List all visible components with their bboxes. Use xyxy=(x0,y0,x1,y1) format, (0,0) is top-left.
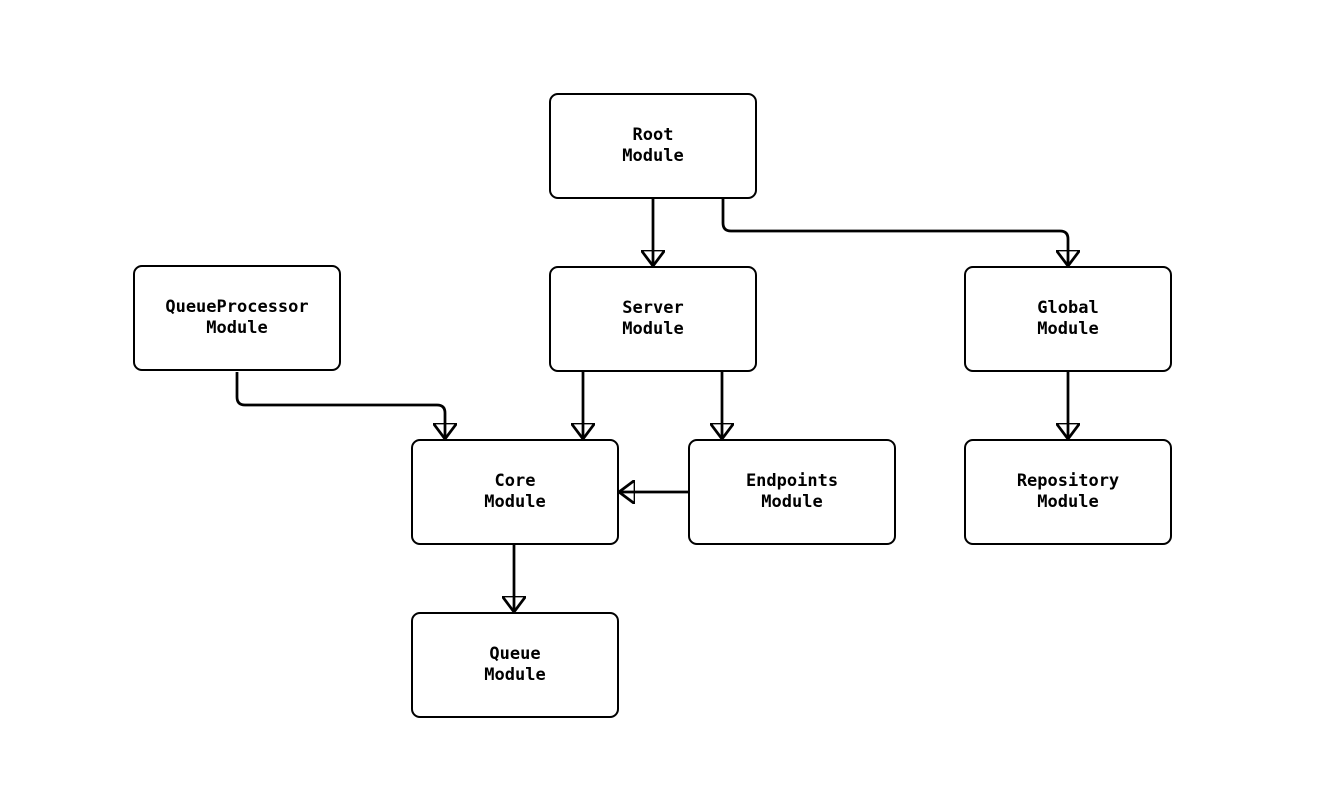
node-global-module-label: Global Module xyxy=(1037,298,1099,339)
node-queue-module: Queue Module xyxy=(411,612,619,718)
node-endpoints-module-label: Endpoints Module xyxy=(745,471,839,512)
node-core-module-label: Core Module xyxy=(484,471,546,512)
node-server-module-label: Server Module xyxy=(622,298,684,339)
node-server-module: Server Module xyxy=(549,266,757,372)
edge-root-to-global xyxy=(721,199,1068,265)
node-queueprocessor-module-label: QueueProcessor Module xyxy=(165,297,309,338)
node-core-module: Core Module xyxy=(411,439,619,545)
edge-queueprocessor-to-core xyxy=(235,372,445,438)
node-root-module-label: Root Module xyxy=(622,125,684,166)
node-queueprocessor-module: QueueProcessor Module xyxy=(133,265,341,371)
node-endpoints-module: Endpoints Module xyxy=(688,439,896,545)
node-queue-module-label: Queue Module xyxy=(484,644,546,685)
node-global-module: Global Module xyxy=(964,266,1172,372)
node-repository-module-label: Repository Module xyxy=(1016,471,1120,512)
node-root-module: Root Module xyxy=(549,93,757,199)
node-repository-module: Repository Module xyxy=(964,439,1172,545)
